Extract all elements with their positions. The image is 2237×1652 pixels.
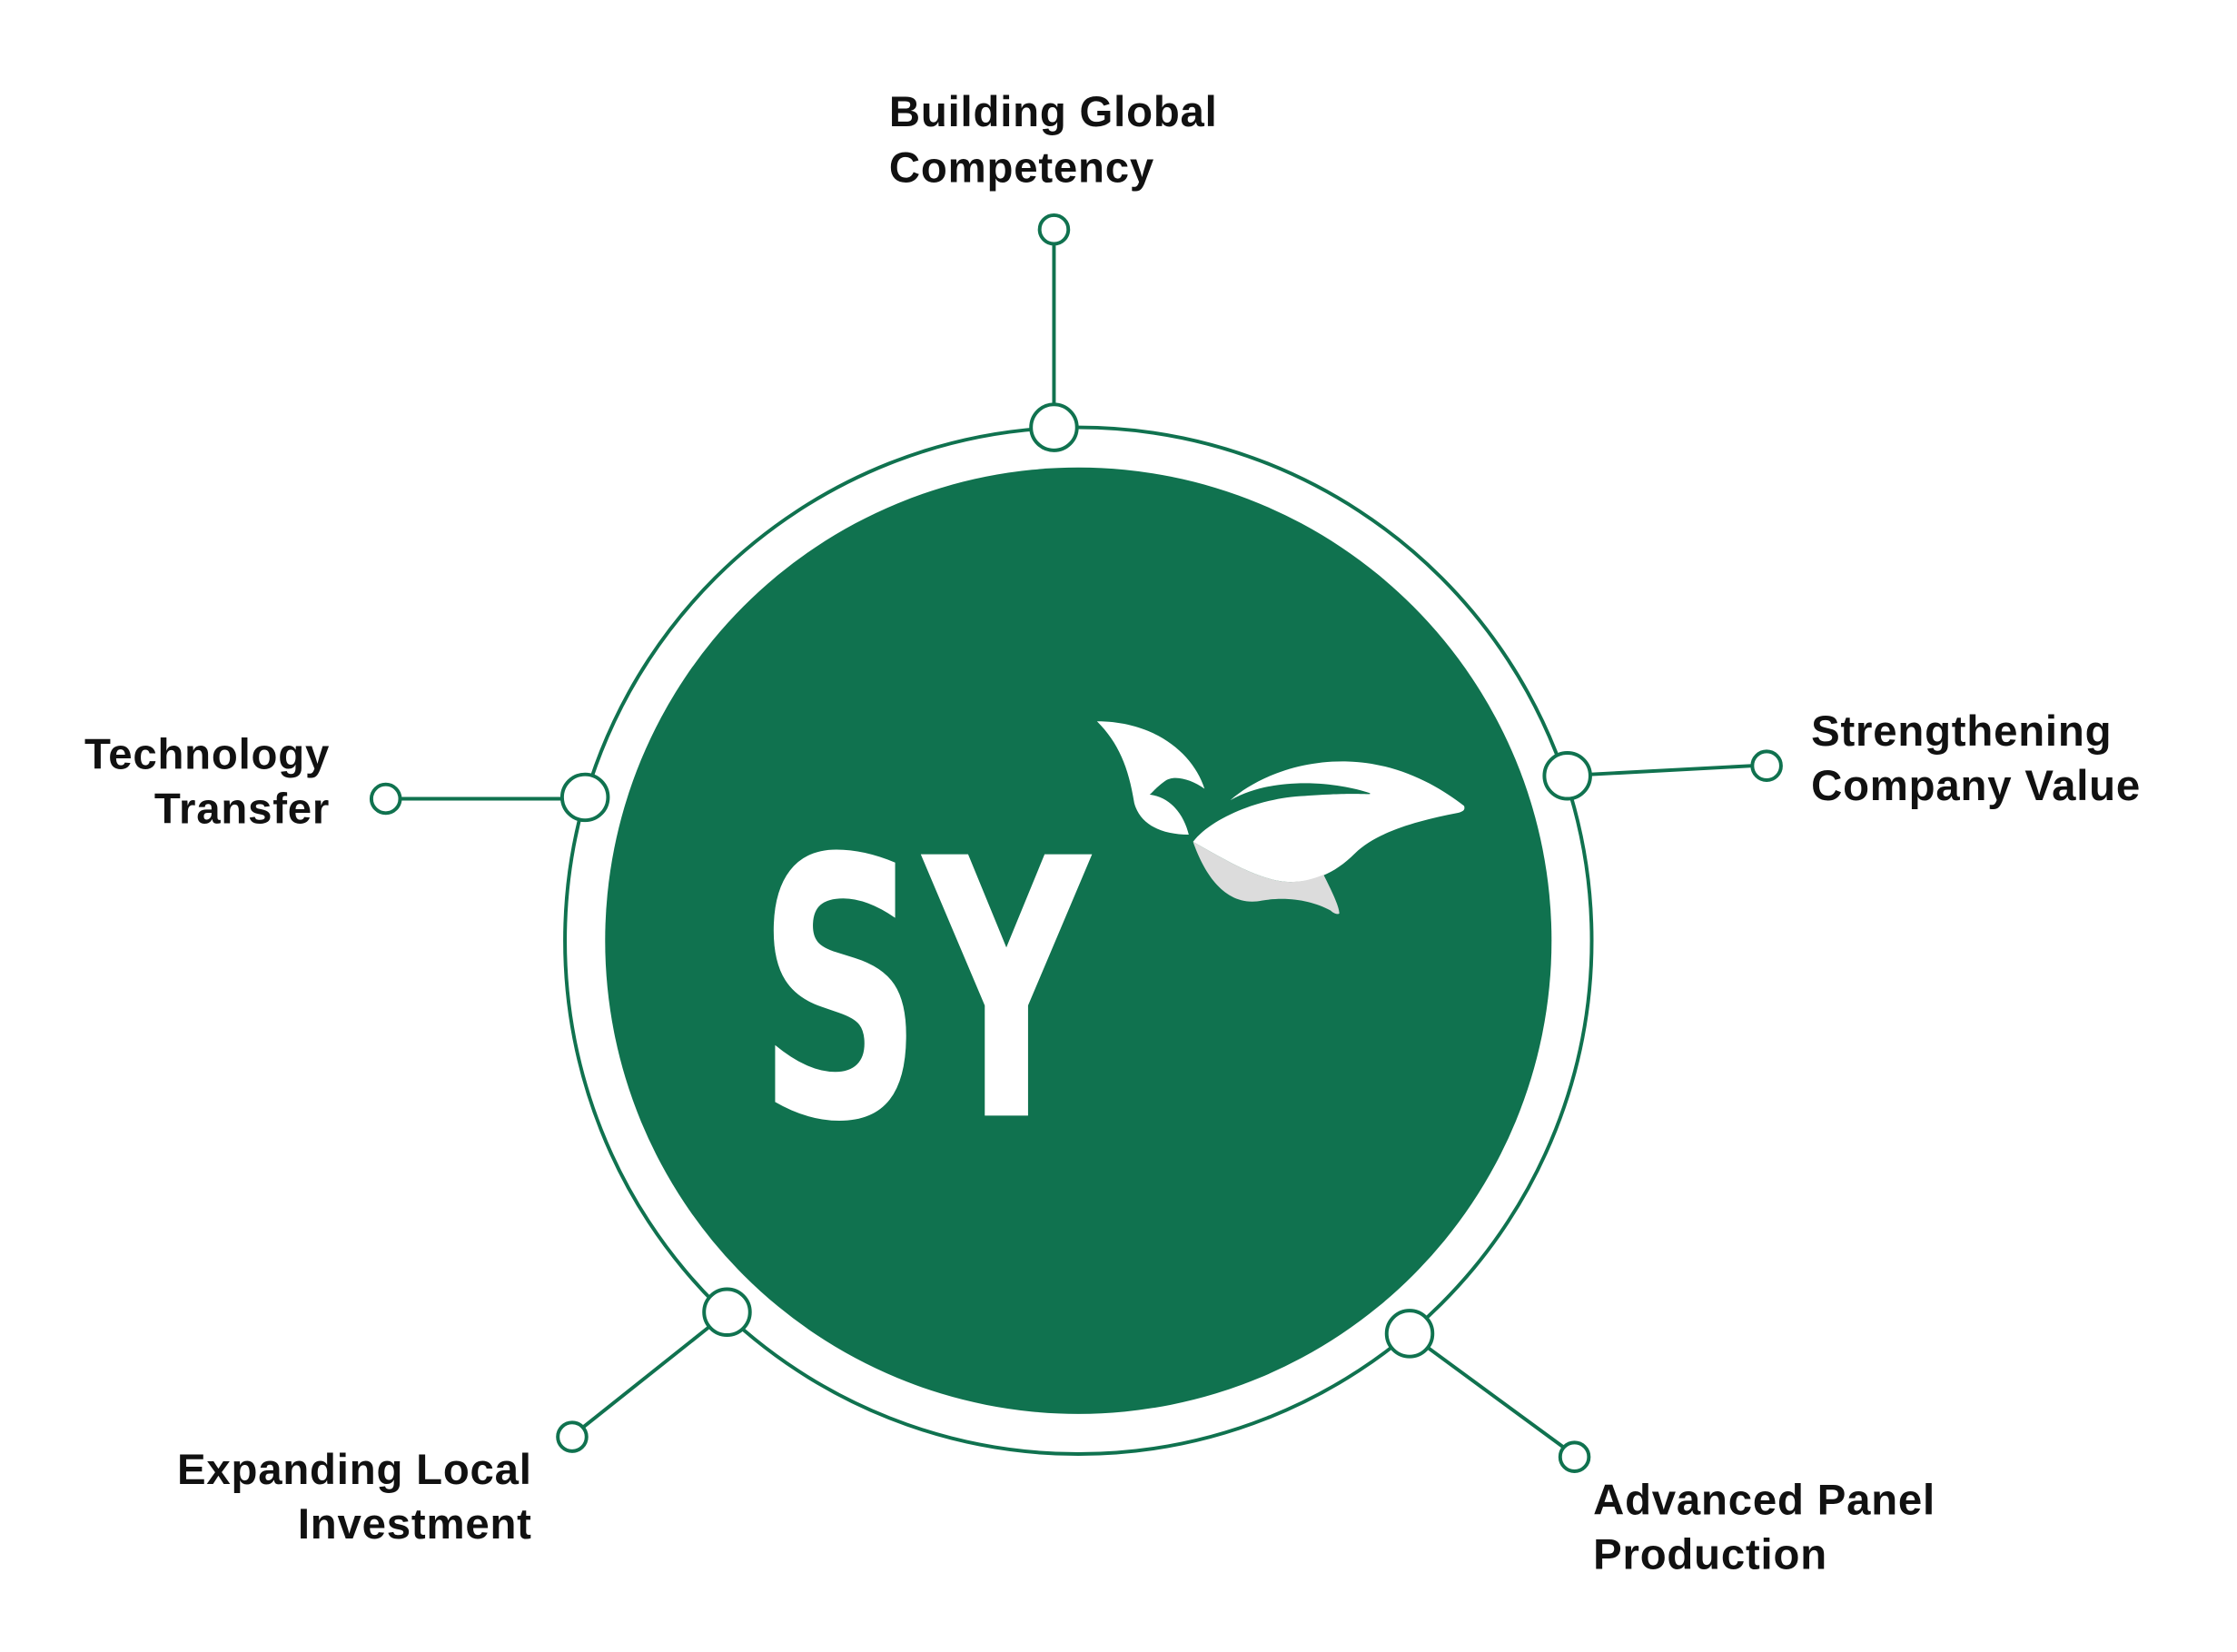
node-label-line1: Strengthening [1811, 707, 2112, 756]
node-top: Building Global Competency [889, 88, 1218, 452]
end-node [556, 1420, 589, 1453]
node-label-line2: Transfer [154, 785, 330, 833]
node-label-line1: Expanding Local [177, 1446, 532, 1494]
sprout-leaf-icon [1096, 721, 1465, 915]
ring-node [1029, 402, 1079, 452]
end-node [1037, 213, 1071, 246]
node-bottom-left: Expanding Local Investment [177, 1287, 752, 1548]
end-node [1558, 1440, 1591, 1473]
end-node [369, 782, 402, 816]
node-label-line2: Production [1593, 1530, 1827, 1578]
logo-text: SY [757, 784, 1093, 1201]
central-logo: SY [563, 425, 1594, 1457]
connectors [400, 243, 1753, 1449]
node-right: Strengthening Company Value [1542, 707, 2141, 810]
node-label-line2: Investment [298, 1500, 532, 1548]
node-left: Technology Transfer [84, 730, 610, 833]
logo-disc [605, 467, 1552, 1414]
node-bottom-right: Advanced Panel Production [1384, 1309, 1935, 1578]
ring-node [702, 1287, 752, 1337]
ring-node [1542, 751, 1592, 801]
node-label-line1: Advanced Panel [1593, 1476, 1935, 1524]
node-label-line1: Building Global [889, 88, 1218, 136]
end-node [1750, 749, 1783, 782]
ring-node [559, 772, 610, 823]
node-label-line1: Technology [84, 730, 330, 778]
ring-node [1384, 1309, 1435, 1359]
node-label-line2: Competency [889, 144, 1154, 193]
node-label-line2: Company Value [1811, 762, 2141, 810]
